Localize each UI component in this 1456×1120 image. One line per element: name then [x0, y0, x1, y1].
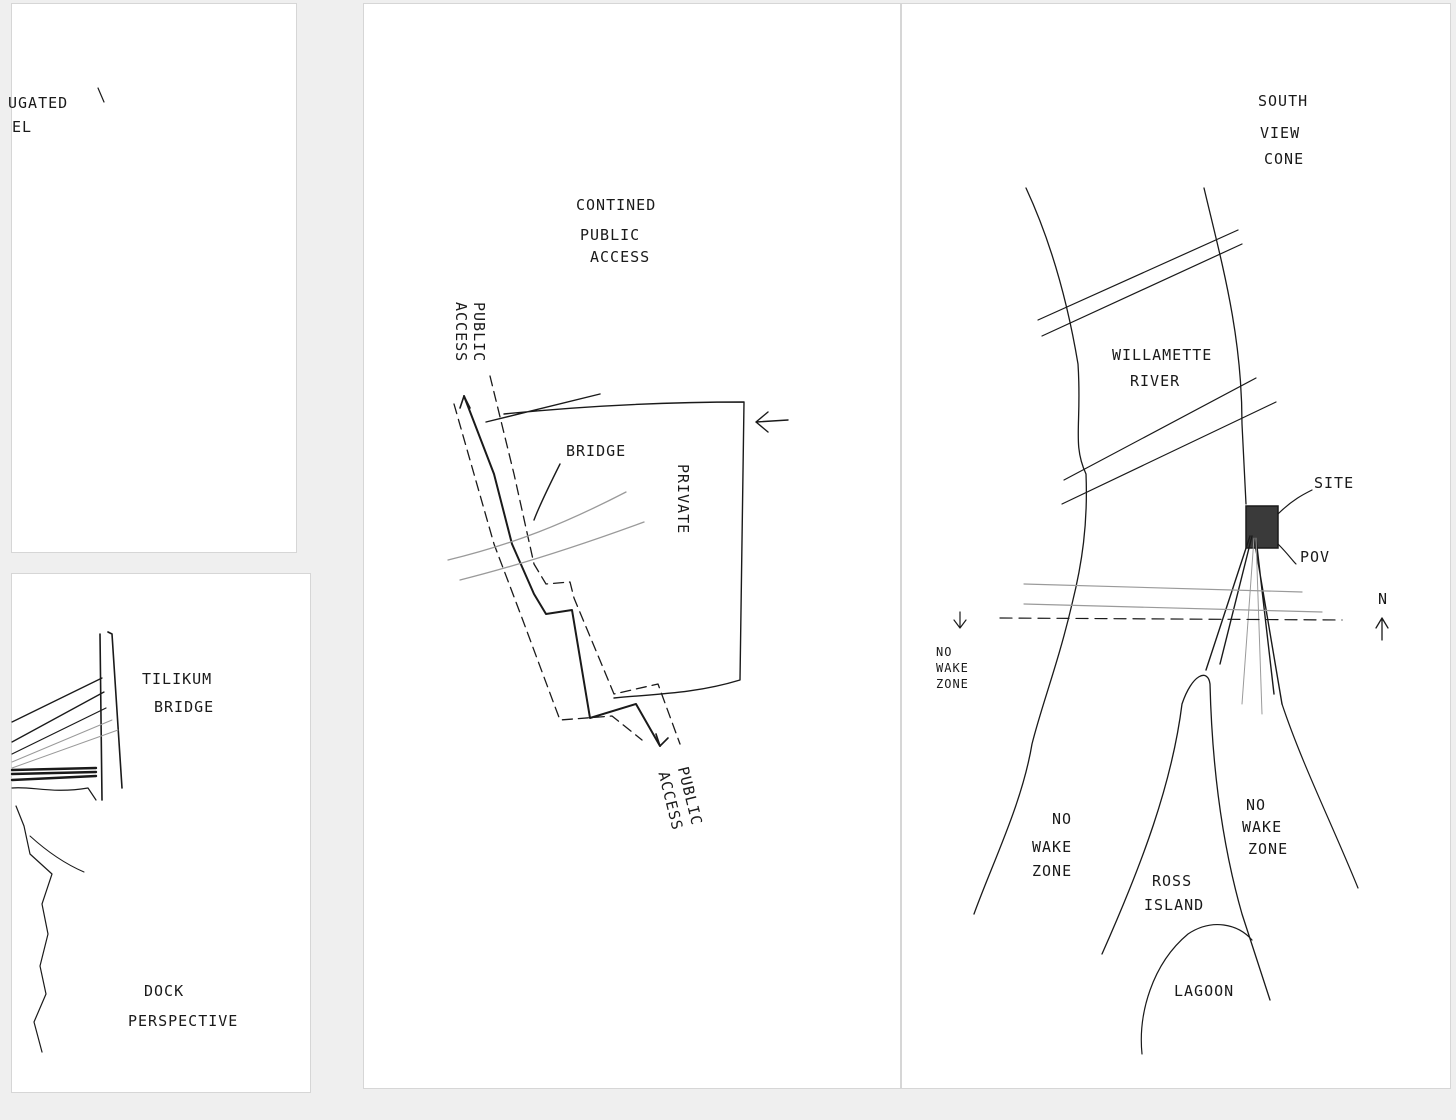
label-river: RIVER — [1130, 372, 1180, 390]
path-edge-dashed — [453, 403, 643, 741]
label-bridge: BRIDGE — [154, 698, 214, 716]
sheet-left-top-sketch: UGATED EL — [8, 87, 105, 136]
north-arrow-icon — [1375, 617, 1389, 641]
bridge-cable — [11, 707, 107, 755]
label-willamette: WILLAMETTE — [1112, 346, 1212, 364]
river-bank-east — [1203, 187, 1247, 505]
label-el: EL — [12, 118, 32, 136]
bridge-line — [1061, 377, 1277, 505]
arrow-left-icon — [755, 411, 789, 433]
label-nowake-mid: NO — [1052, 810, 1072, 828]
tick-mark — [97, 87, 105, 103]
arrow-down-icon — [655, 733, 669, 747]
river-bank-west — [973, 187, 1088, 915]
label-private: PRIVATE — [674, 464, 692, 534]
dock-edge — [11, 787, 97, 801]
public-access-plan-sketch: CONTINED PUBLIC ACCESS PUBLIC ACCESS BRI… — [447, 196, 789, 832]
path-edge-dashed — [489, 375, 681, 745]
arrow-up-icon — [459, 395, 471, 409]
sheet-left-bottom: TILIKUM BRIDGE DOCK PERSPECTIVE — [10, 574, 310, 1092]
label-continued: CONTINED — [576, 196, 656, 214]
bridge-deck-line — [447, 491, 627, 561]
label-tilikum: TILIKUM — [142, 670, 212, 688]
pov-leader-line — [1277, 543, 1297, 565]
no-wake-boundary — [999, 617, 1343, 621]
label-public-access-top: PUBLIC — [470, 302, 488, 362]
view-cone-line — [1205, 535, 1283, 705]
label-north: N — [1378, 590, 1388, 608]
ross-island-outline — [1101, 674, 1271, 1001]
east-bank-lower — [1281, 703, 1359, 889]
label-nowake-mid: ZONE — [1032, 862, 1072, 880]
bridge-cable — [11, 729, 119, 769]
label-nowake-right: NO — [1246, 796, 1266, 814]
label-site: SITE — [1314, 474, 1354, 492]
label-island: ISLAND — [1144, 896, 1204, 914]
label-pov: POV — [1300, 548, 1330, 566]
label-public-access-top: ACCESS — [452, 302, 470, 362]
label-perspective: PERSPECTIVE — [128, 1012, 238, 1030]
label-cone: CONE — [1264, 150, 1304, 168]
public-access-path — [463, 395, 661, 747]
sheet-left-top: UGATED EL — [8, 4, 296, 552]
label-ugated: UGATED — [8, 94, 68, 112]
lagoon-outline — [1140, 924, 1253, 1055]
bridge-deck-line — [459, 521, 645, 581]
label-nowake-right: WAKE — [1242, 818, 1282, 836]
sheet-middle: CONTINED PUBLIC ACCESS PUBLIC ACCESS BRI… — [364, 4, 900, 1088]
bridge-cable — [11, 691, 105, 743]
label-nowake-right: ZONE — [1248, 840, 1288, 858]
arrow-down-icon — [953, 611, 967, 629]
label-nowake-mid: WAKE — [1032, 838, 1072, 856]
bridge-tower — [99, 631, 123, 801]
label-dock: DOCK — [144, 982, 184, 1000]
sheet-left-bottom-sketch: TILIKUM BRIDGE DOCK PERSPECTIVE — [10, 631, 238, 1053]
bridge-leader-line — [533, 463, 561, 521]
label-ross: ROSS — [1152, 872, 1192, 890]
site-leader-line — [1277, 489, 1313, 515]
label-view: VIEW — [1260, 124, 1300, 142]
bridge-cable — [11, 677, 103, 723]
shoreline — [29, 835, 85, 873]
label-bridge: BRIDGE — [566, 442, 626, 460]
view-cone-line — [1241, 537, 1263, 715]
label-nowake-left: ZONE — [936, 677, 969, 691]
south-view-cone-sketch: SOUTH VIEW CONE WILLAMETTE RIVER SITE PO… — [936, 92, 1389, 1055]
label-access: ACCESS — [590, 248, 650, 266]
bridge-line-faint — [1023, 583, 1323, 613]
shoreline — [15, 805, 53, 1053]
label-public: PUBLIC — [580, 226, 640, 244]
bridge-deck — [10, 766, 98, 782]
property-outline — [485, 393, 745, 699]
sheet-right: SOUTH VIEW CONE WILLAMETTE RIVER SITE PO… — [902, 4, 1450, 1088]
bridge-cable — [11, 719, 113, 763]
label-lagoon: LAGOON — [1174, 982, 1234, 1000]
label-nowake-left: WAKE — [936, 661, 969, 675]
label-nowake-left: NO — [936, 645, 952, 659]
bridge-line — [1037, 229, 1243, 337]
label-south: SOUTH — [1258, 92, 1308, 110]
